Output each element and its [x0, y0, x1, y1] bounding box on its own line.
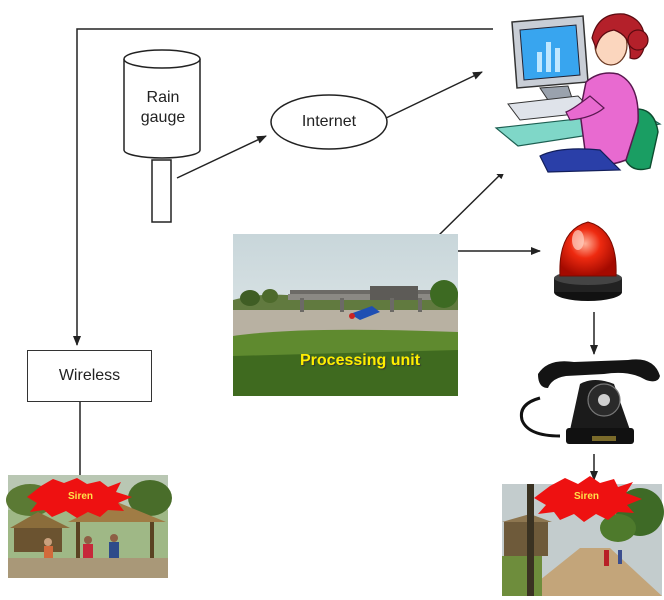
siren-light-icon [554, 221, 622, 301]
wireless-label: Wireless [58, 367, 121, 384]
siren-burst-right [534, 476, 642, 522]
siren-right-label: Siren [574, 491, 600, 502]
computer-user-icon [493, 6, 662, 174]
rain-gauge [123, 49, 201, 223]
wireless-box: Wireless [27, 350, 152, 402]
gauge-to-internet-arrow [176, 135, 267, 179]
connectors [73, 28, 598, 486]
internet-node [270, 94, 388, 150]
internet-label: Internet [301, 113, 357, 130]
processing-unit-photo [233, 234, 458, 396]
siren-burst-left [27, 478, 132, 518]
processing-label-holder [233, 234, 458, 396]
processing-to-computer-arrow [437, 169, 506, 237]
top-feedback-line [73, 28, 496, 346]
rain-gauge-label: Rain gauge [140, 89, 186, 126]
siren-left-label: Siren [68, 491, 94, 502]
telephone-icon [519, 359, 660, 444]
internet-to-computer-arrow [383, 71, 483, 120]
processing-unit-label: Processing unit [300, 352, 421, 369]
